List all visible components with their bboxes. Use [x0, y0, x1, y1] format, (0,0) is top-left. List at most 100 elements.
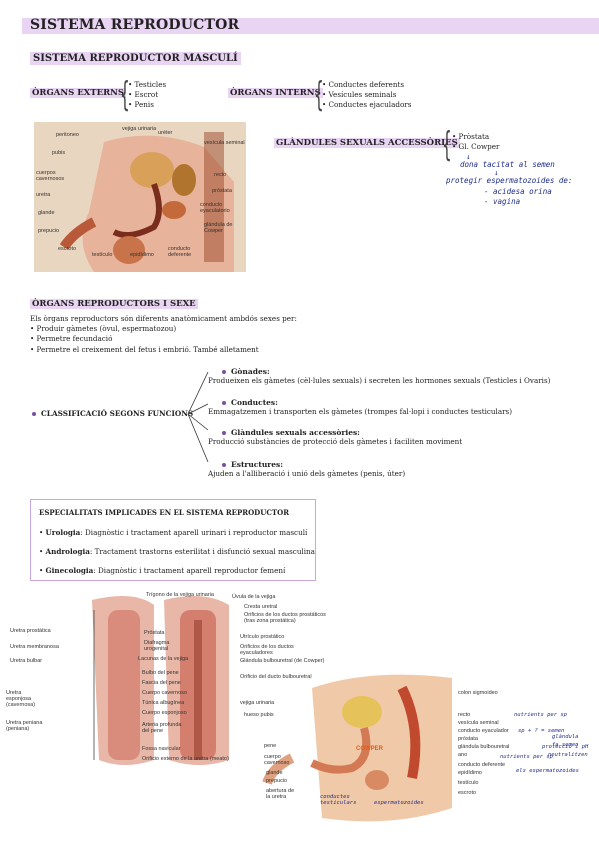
classification-label: CLASSIFICACIÓ SEGONS FUNCIONS: [32, 409, 193, 418]
sagittal-figure: vejiga urinaria hueso pubis pene cuerpo …: [240, 668, 597, 828]
fig-label: hueso pubis: [244, 712, 274, 718]
fig-label: epidídimo: [458, 770, 482, 776]
fig-label: próstata: [212, 188, 232, 194]
bullet-icon: [32, 412, 36, 416]
title-highlight: [22, 18, 599, 34]
fig-label: Uretra peniana (peniana): [6, 720, 43, 732]
fig-label: Túnica albugínea: [142, 700, 185, 706]
specialties-heading: ESPECIALITATS IMPLICADES EN EL SISTEMA R…: [39, 508, 290, 517]
fig-label: recto: [214, 172, 227, 178]
specialties-box: ESPECIALITATS IMPLICADES EN EL SISTEMA R…: [30, 499, 316, 581]
fig-label: cuerpos cavernosos: [36, 170, 65, 182]
fig-label: glande: [38, 210, 55, 216]
handwritten-note: COWPER: [356, 746, 383, 752]
fig-label: Próstata: [144, 630, 165, 636]
fig-label: Uretra membranosa: [10, 644, 59, 650]
fig-label: Glándula bulbouretral (de Cowper): [240, 658, 325, 664]
fig-label: colon sigmoideo: [458, 690, 498, 696]
fig-label: Trígono de la vejiga urinaria: [146, 592, 214, 598]
arrow-down-icon: ↓: [466, 152, 471, 161]
organs-intro: Els òrgans reproductors són diferents an…: [30, 314, 297, 354]
fig-label: Fascia del pene: [142, 680, 181, 686]
specialty-item: • Urologia: Diagnòstic i tractament apar…: [39, 528, 308, 537]
fig-label: recto: [458, 712, 471, 718]
externs-list: • Testicles • Escrot • Penis: [128, 80, 167, 110]
fig-label: conducto eyaculatorio: [200, 202, 230, 214]
fig-label: Úvula de la vejiga: [232, 594, 276, 600]
bullet-icon: [222, 370, 226, 374]
section-heading-organs: ÒRGANS REPRODUCTORS I SEXE: [30, 299, 198, 309]
fig-label: Bulbo del pene: [142, 670, 179, 676]
externs-label: ÒRGANS EXTERNS: [30, 88, 127, 98]
fig-label: Orificios de los ductos eyaculadores: [240, 644, 294, 656]
handwritten-note: protegir espermatozoides de:: [446, 176, 573, 185]
handwritten-note: els espermatozoides: [516, 768, 579, 774]
fig-label: vejiga urinaria: [240, 700, 275, 706]
handwritten-note: dona tacitat al semen: [460, 160, 555, 169]
fig-label: Uretra prostàtica: [10, 628, 51, 634]
function-node-conductes: Conductes: Emmagatzemen i transporten el…: [208, 398, 513, 416]
function-node-estructures: Estructures: Ajuden a l'alliberació i un…: [208, 460, 406, 478]
handwritten-note: nutrients per sp: [514, 712, 567, 718]
fig-label: testículo: [458, 780, 479, 786]
fig-label: uréter: [158, 130, 173, 136]
fig-label: cuerpo cavernoso: [264, 754, 290, 766]
fig-label: peritoneo: [56, 132, 79, 138]
glandules-label: GLÀNDULES SEXUALS ACCESSÒRIES: [274, 138, 460, 148]
handwritten-note: nutrients per sp: [500, 754, 553, 760]
bullet-icon: [222, 401, 226, 405]
fig-label: conducto eyaculador: [458, 728, 509, 734]
fig-label: abertura de la uretra: [266, 788, 295, 800]
section-heading-male: SISTEMA REPRODUCTOR MASCULÍ: [30, 52, 241, 65]
page-title: SISTEMA REPRODUCTOR: [30, 17, 240, 33]
interns-label: ÒRGANS INTERNS: [228, 88, 323, 98]
brace-icon: {: [120, 75, 130, 115]
male-anatomy-illustration: [34, 122, 246, 272]
fig-label: glándula bulbouretral: [458, 744, 510, 750]
urethra-illustration: [92, 596, 229, 765]
fig-label: conducto deferente: [168, 246, 192, 258]
handwritten-note: - vagina: [484, 197, 521, 206]
handwritten-note: conductes testiculars: [320, 794, 357, 806]
fig-label: Orificio externo de la uretra (meato): [142, 756, 229, 762]
fig-label: uretra: [36, 192, 51, 198]
specialty-item: • Ginecologia: Diagnòstic i tractament a…: [39, 566, 286, 575]
fig-label: Cresta uretral: [244, 604, 278, 610]
handwritten-note: - acidesa orina: [484, 187, 552, 196]
fig-label: Lacunas de la vejiga: [138, 656, 189, 662]
specialty-item: • Andrologia: Tractament trastorns ester…: [39, 547, 315, 556]
bullet-icon: [222, 463, 226, 467]
fig-label: epidídimo: [130, 252, 154, 258]
fig-label: ano: [458, 752, 468, 758]
fig-label: testículo: [92, 252, 113, 258]
function-node-glandules: Glàndules sexuals accessòries: Producció…: [208, 428, 463, 446]
arrow-down-icon: ↓: [494, 168, 499, 177]
fig-label: vesícula seminal: [458, 720, 499, 726]
bullet-icon: [222, 431, 226, 435]
brace-icon: {: [442, 125, 452, 165]
handwritten-note: sp + ? = semen: [518, 728, 565, 734]
handwritten-note: neutralitzen: [548, 752, 588, 758]
fig-label: pene: [264, 743, 277, 749]
interns-list: • Conductes deferents • Vesícules semina…: [322, 80, 412, 110]
handwritten-note: protecció i pH: [542, 744, 589, 750]
fig-label: Orificio del ducto bulbouretral: [240, 674, 312, 680]
fig-label: glande: [266, 770, 283, 776]
fig-label: próstata: [458, 736, 478, 742]
branch-lines: [187, 371, 209, 463]
fig-label: prepucio: [266, 778, 288, 784]
handwritten-note: fa semen: [552, 742, 579, 748]
fig-label: escroto: [458, 790, 477, 796]
urethra-figure: Uretra prostàtica Uretra membranosa Uret…: [4, 590, 330, 772]
fig-label: Diafragma urogenital: [144, 640, 170, 652]
handwritten-note: glàndula: [552, 734, 579, 740]
function-node-gonades: Gònades: Produeixen els gàmetes (cèl·lul…: [208, 367, 551, 385]
fig-label: vejiga urinaria: [122, 126, 157, 132]
glandules-list: • Pròstata • Gl. Cowper: [452, 132, 500, 152]
brace-icon: {: [314, 75, 324, 115]
fig-label: Utrículo prostático: [240, 634, 285, 640]
fig-label: conducto deferente: [458, 762, 506, 768]
fig-label: Fossa navicular: [142, 746, 181, 752]
fig-label: vesícula seminal: [204, 140, 245, 146]
fig-label: Cuerpo esponjoso: [142, 710, 187, 716]
